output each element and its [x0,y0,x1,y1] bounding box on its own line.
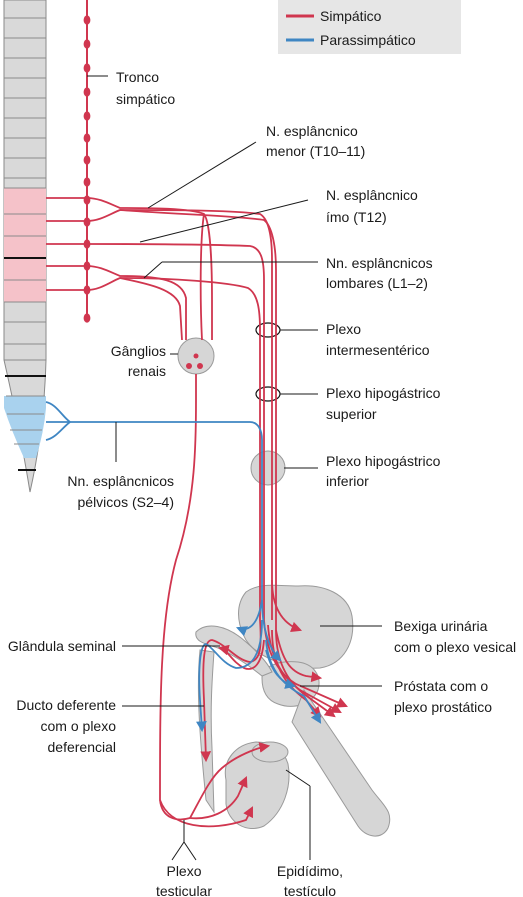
label-bexiga-2: com o plexo vesical [394,639,516,655]
label-glandula: Glândula seminal [8,638,116,654]
testis-epididymis [224,741,290,829]
label-prostata-2: plexo prostático [394,699,492,715]
label-ducto-3: deferencial [48,739,117,755]
label-imo-2: ímo (T12) [326,209,387,225]
organs [195,584,391,837]
label-lombares-1: Nn. esplâncnicos [326,255,433,271]
label-intermes-2: intermesentérico [326,342,430,358]
label-intermes-1: Plexo [326,321,361,337]
label-ducto-1: Ducto deferente [16,697,116,713]
label-ducto-2: com o plexo [41,718,117,734]
label-menor-2: menor (T10–11) [266,143,365,159]
label-epididimo-2: testículo [284,883,336,897]
label-ganglios-1: Gânglios [111,343,166,359]
sympathetic-trunk [83,0,91,323]
testis-head [251,741,289,763]
label-pelvicos-1: Nn. esplâncnicos [67,473,174,489]
label-ganglios-2: renais [128,363,166,379]
label-pelvicos-2: pélvicos (S2–4) [78,494,175,510]
label-hipinf-1: Plexo hipogástrico [326,453,441,469]
label-epididimo-1: Epidídimo, [277,863,343,879]
label-bexiga-1: Bexiga urinária [394,618,488,634]
legend-sympathetic: Simpático [320,8,382,24]
label-hipinf-2: inferior [326,473,369,489]
label-tronco-1: Tronco [116,69,159,85]
label-prostata-1: Próstata com o [394,678,488,694]
label-menor-1: N. esplâncnico [266,123,358,139]
parasympathetic-fibers [45,401,322,733]
urethra-penis [291,688,391,837]
sympathetic-fibers [46,197,348,828]
labels: Tronco simpático N. esplâncnico menor (T… [8,69,516,897]
label-testicular-1: Plexo [166,863,201,879]
leader-lines [87,75,382,861]
lumbar-segment-highlight [4,188,46,302]
label-imo-1: N. esplâncnico [326,187,418,203]
legend-box [278,0,461,54]
sacral-segment-highlight [4,396,46,458]
label-tronco-2: simpático [116,91,175,107]
label-lombares-2: lombares (L1–2) [326,275,428,291]
legend-parasympathetic: Parassimpático [320,32,416,48]
inferior-hypogastric-circle [250,450,286,486]
label-hipsup-1: Plexo hipogástrico [326,385,441,401]
legend: Simpático Parassimpático [278,0,461,54]
label-hipsup-2: superior [326,406,377,422]
label-testicular-2: testicular [156,883,212,897]
vertebral-column [3,0,47,493]
